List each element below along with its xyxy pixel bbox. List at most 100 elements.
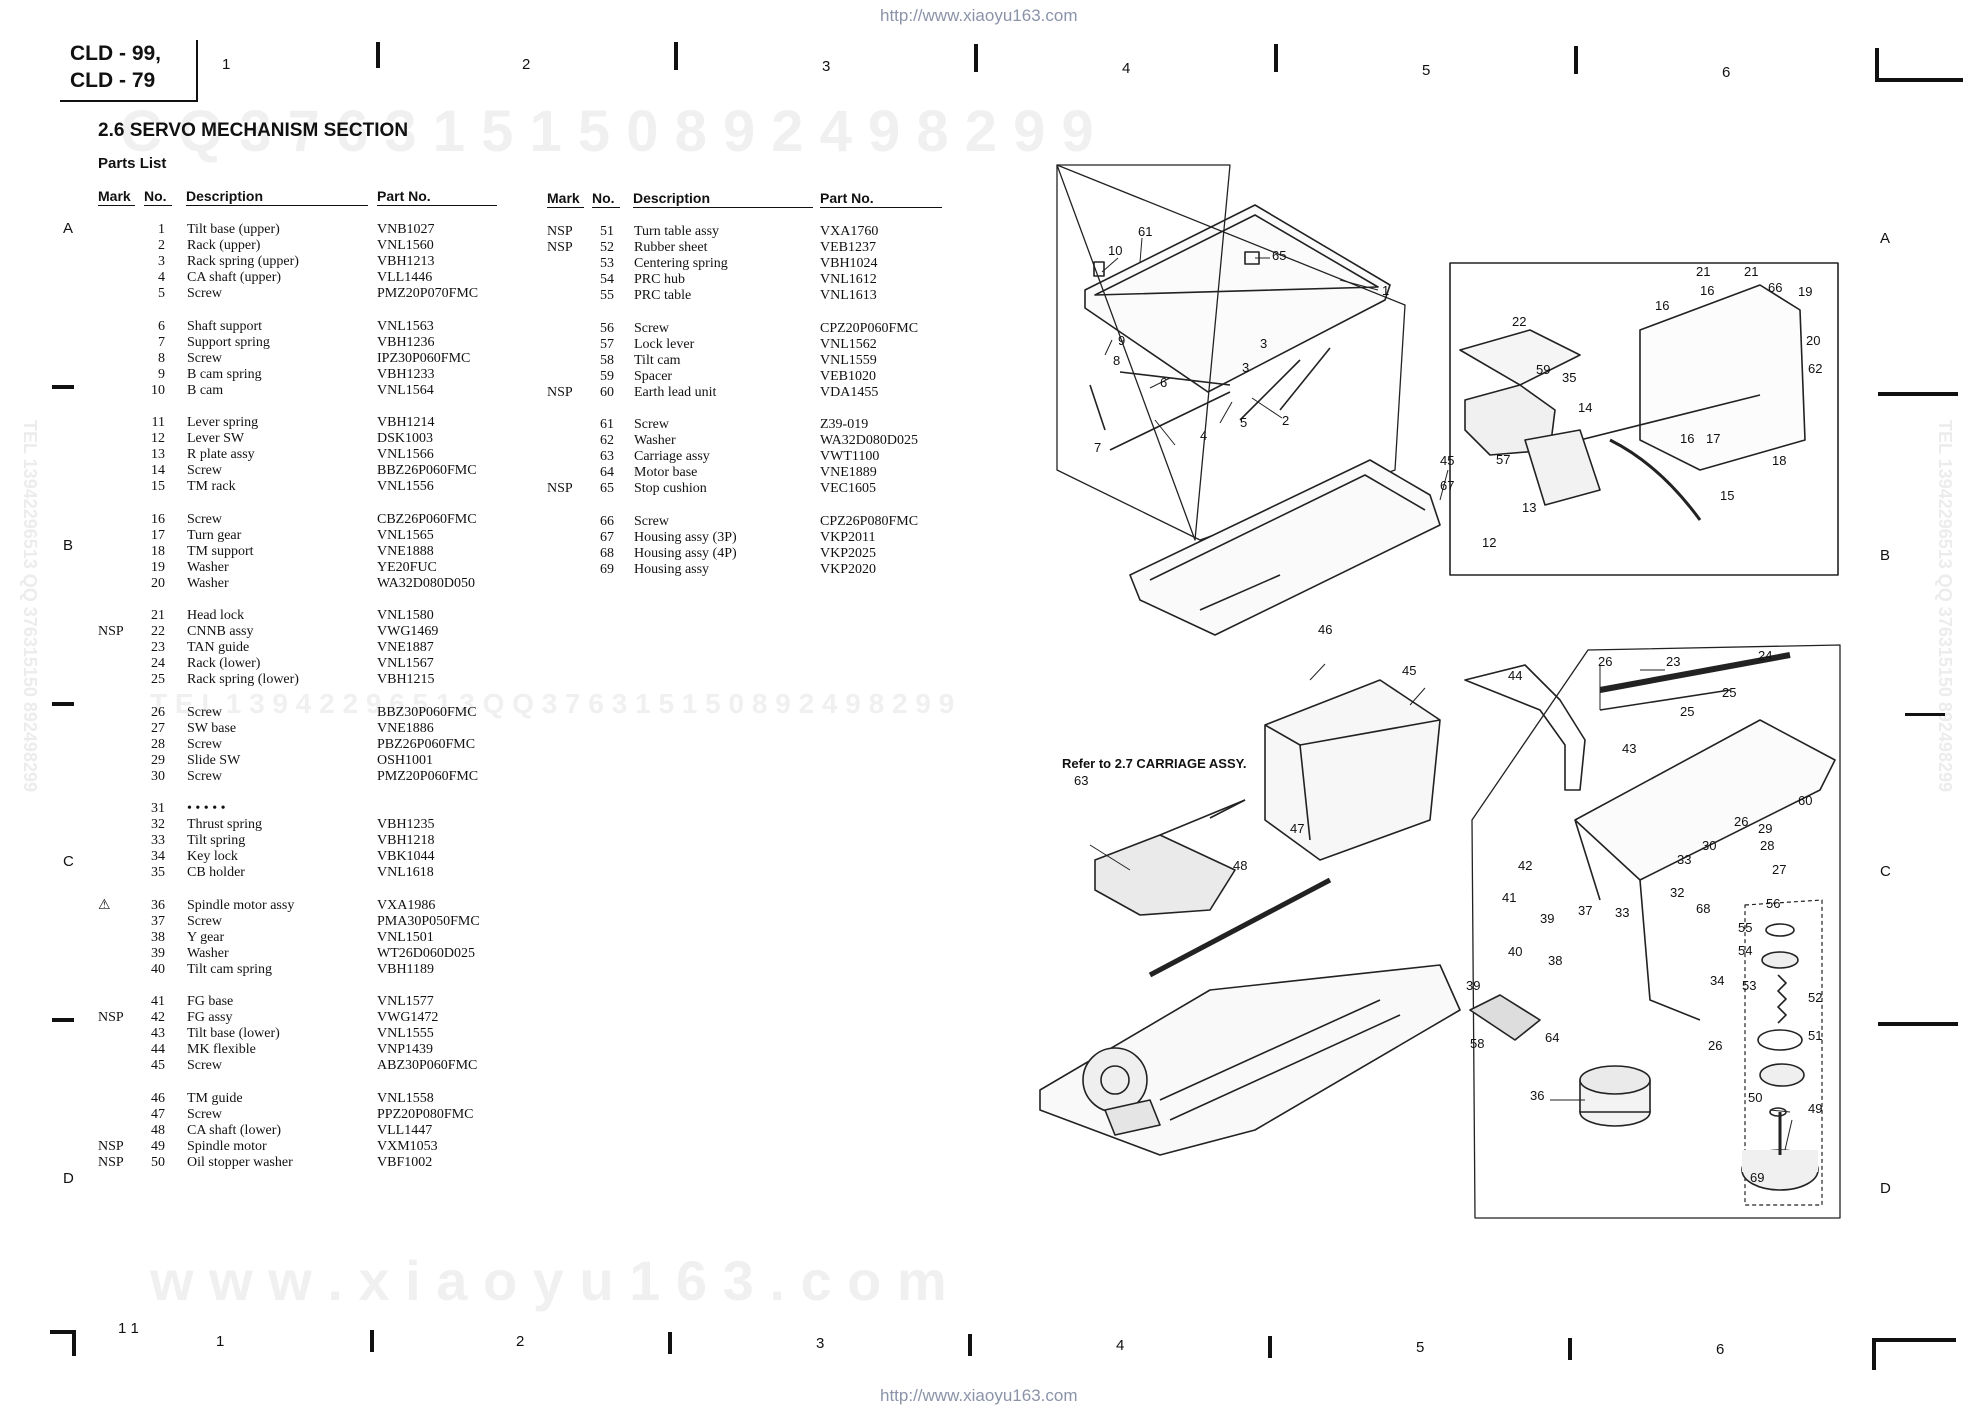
top-tick-1 bbox=[376, 42, 380, 68]
part-number: 66 bbox=[600, 513, 614, 529]
part-code: VNL1565 bbox=[377, 527, 434, 543]
part-mark: NSP bbox=[98, 1010, 124, 1026]
part-code: VKP2011 bbox=[820, 529, 876, 545]
top-tick-4 bbox=[1274, 44, 1278, 72]
part-number: 59 bbox=[600, 368, 614, 384]
callout-16c: 16 bbox=[1680, 431, 1694, 446]
callout-50: 50 bbox=[1748, 1090, 1762, 1105]
left-header-mark: Mark bbox=[98, 188, 131, 204]
part-number: 36 bbox=[151, 897, 165, 913]
part-code: OSH1001 bbox=[377, 752, 434, 768]
part-number: 45 bbox=[151, 1058, 165, 1074]
part-mark: NSP bbox=[547, 224, 573, 239]
callout-26a: 26 bbox=[1598, 654, 1612, 669]
model-box: CLD - 99, CLD - 79 bbox=[60, 40, 198, 102]
part-code: VNE1889 bbox=[820, 465, 877, 481]
callout-67: 67 bbox=[1440, 478, 1454, 493]
callout-49: 49 bbox=[1808, 1101, 1822, 1116]
part-code: VDA1455 bbox=[820, 384, 879, 400]
right-header-description: Description bbox=[633, 190, 711, 206]
row-right-b: B bbox=[1880, 547, 1891, 564]
part-code: PMA30P050FMC bbox=[377, 913, 480, 929]
left-header-rule-mark bbox=[98, 205, 135, 206]
callout-62: 62 bbox=[1808, 361, 1822, 376]
part-code: VNE1888 bbox=[377, 543, 434, 559]
part-description: Lock lever bbox=[634, 336, 695, 352]
part-description: Housing assy (4P) bbox=[634, 545, 737, 561]
callout-8: 8 bbox=[1113, 353, 1120, 368]
part-code: VNL1556 bbox=[377, 479, 434, 495]
part-number: 19 bbox=[151, 559, 165, 575]
part-number: 65 bbox=[600, 481, 614, 497]
bottom-tick-4 bbox=[1268, 1336, 1272, 1358]
part-code: VBH1213 bbox=[377, 254, 435, 270]
col-bottom-4: 4 bbox=[1116, 1337, 1125, 1354]
callout-58: 58 bbox=[1470, 1036, 1484, 1051]
part-description: Earth lead unit bbox=[634, 384, 717, 400]
col-top-4: 4 bbox=[1122, 60, 1131, 77]
callout-63: 63 bbox=[1074, 773, 1088, 788]
part-description: Washer bbox=[187, 575, 229, 591]
callout-45a: 45 bbox=[1440, 453, 1454, 468]
part-code: VNL1501 bbox=[377, 929, 434, 945]
part-number: 23 bbox=[151, 640, 165, 656]
part-number: 50 bbox=[151, 1154, 165, 1170]
part-description: Y gear bbox=[187, 929, 225, 945]
part-description: Housing assy bbox=[634, 561, 710, 577]
part-number: 25 bbox=[151, 672, 165, 688]
callout-27: 27 bbox=[1772, 862, 1786, 877]
left-header-rule-part bbox=[377, 205, 497, 206]
tilt-base-upper-shape bbox=[1084, 204, 1391, 393]
part-description: Housing assy (3P) bbox=[634, 529, 737, 545]
row-right-c: C bbox=[1880, 863, 1891, 880]
part-number: 20 bbox=[151, 575, 165, 591]
lower-zoom-box bbox=[1471, 644, 1841, 1219]
part-number: 18 bbox=[151, 543, 165, 559]
right-header-rule-mark bbox=[547, 207, 584, 208]
part-description: Tilt cam spring bbox=[187, 961, 273, 977]
part-description: Rack (lower) bbox=[187, 656, 261, 672]
part-description: Tilt base (upper) bbox=[187, 222, 280, 237]
top-tick-3 bbox=[974, 44, 978, 72]
right-header-part-no: Part No. bbox=[820, 190, 874, 206]
top-tick-2 bbox=[674, 42, 678, 70]
part-code: VNL1567 bbox=[377, 656, 434, 672]
part-number: 16 bbox=[151, 511, 165, 527]
part-code: VNP1439 bbox=[377, 1042, 434, 1058]
part-number: 42 bbox=[151, 1010, 165, 1026]
part-description: Shaft support bbox=[187, 318, 263, 334]
callout-57: 57 bbox=[1496, 452, 1510, 467]
part-number: 68 bbox=[600, 545, 614, 561]
part-number: 69 bbox=[600, 561, 614, 577]
part-description: Screw bbox=[187, 913, 222, 929]
part-code: VNL1555 bbox=[377, 1026, 434, 1042]
part-mark: NSP bbox=[98, 1154, 124, 1170]
part-description: FG base bbox=[187, 994, 234, 1009]
part-code: VNL1564 bbox=[377, 382, 434, 398]
part-number: 5 bbox=[158, 286, 165, 302]
part-code: VNL1560 bbox=[377, 238, 434, 254]
part-description: Rubber sheet bbox=[634, 240, 708, 256]
part-code: VWT1100 bbox=[820, 449, 880, 465]
part-description: Key lock bbox=[187, 849, 238, 865]
right-header-no: No. bbox=[592, 190, 615, 206]
left-tick-1 bbox=[52, 385, 74, 389]
bottom-left-corner-mark bbox=[50, 1330, 76, 1356]
part-number: 9 bbox=[158, 366, 165, 382]
part-description: Screw bbox=[187, 350, 222, 366]
part-description: CA shaft (lower) bbox=[187, 1122, 282, 1138]
col-bottom-2: 2 bbox=[516, 1333, 525, 1350]
callout-44: 44 bbox=[1508, 668, 1522, 683]
callout-21a: 21 bbox=[1696, 264, 1710, 279]
callout-65: 65 bbox=[1272, 248, 1286, 263]
part-description: Centering spring bbox=[634, 256, 728, 272]
part-description: Spindle motor bbox=[187, 1138, 267, 1154]
callout-30: 30 bbox=[1702, 838, 1716, 853]
part-number: 28 bbox=[151, 736, 165, 752]
part-description: TM rack bbox=[187, 479, 236, 495]
part-description: Screw bbox=[187, 511, 222, 527]
callout-55: 55 bbox=[1738, 920, 1752, 935]
part-code: Z39-019 bbox=[820, 417, 869, 432]
bottom-tick-2 bbox=[668, 1332, 672, 1354]
